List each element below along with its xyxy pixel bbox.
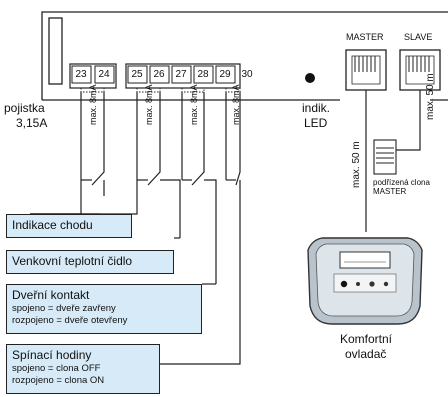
- door-contact-line1: spojeno = dveře zavřeny: [12, 303, 116, 314]
- terminal-27: 27: [175, 69, 187, 80]
- terminal-23: 23: [75, 69, 87, 80]
- box-door-contact: Dveřní kontakt spojeno = dveře zavřeny r…: [6, 284, 202, 334]
- box-run-indication: Indikace chodu: [6, 214, 132, 238]
- timer-line1: spojeno = clona OFF: [12, 363, 101, 374]
- door-contact-line2: rozpojeno = dveře otevřeny: [12, 315, 128, 326]
- terminal-block-25-30: [125, 63, 241, 89]
- wire-current-label-1: max. 8mA: [88, 84, 98, 125]
- terminal-24: 24: [98, 69, 110, 80]
- slave-port-label: SLAVE: [404, 32, 433, 42]
- fuse-label-line2: 3,15A: [16, 116, 48, 130]
- wire-current-label-2: max. 8mA: [144, 84, 154, 125]
- timer-line2: rozpojeno = clona ON: [12, 375, 105, 386]
- master-port: [345, 49, 387, 91]
- led-indicator: [305, 73, 315, 83]
- led-label-line2: LED: [304, 116, 328, 130]
- box-timer: Spínací hodiny spojeno = clona OFF rozpo…: [6, 344, 160, 394]
- wire-current-label-3: max. 8mA: [189, 84, 199, 125]
- fuse-label-line1: pojistka: [4, 101, 45, 115]
- terminal-26: 26: [153, 69, 165, 80]
- wire-current-label-4: max. 8mA: [231, 84, 241, 125]
- controller-label-line1: Komfortní: [340, 332, 393, 346]
- door-contact-title: Dveřní kontakt: [12, 288, 90, 302]
- terminal-29: 29: [219, 69, 231, 80]
- slave-panel-label-line2: MASTER: [373, 187, 407, 196]
- timer-title: Spínací hodiny: [12, 348, 92, 362]
- terminal-block-23-24: [69, 63, 117, 89]
- run-indication-title: Indikace chodu: [12, 218, 93, 232]
- fuse-holder: [48, 17, 63, 85]
- led-label-line1: indik.: [302, 101, 331, 115]
- unit-frame: [41, 11, 448, 100]
- terminal-28: 28: [197, 69, 209, 80]
- slave-cable-length-label: max. 50 m: [425, 73, 436, 120]
- outdoor-sensor-title: Venkovní teplotní čidlo: [12, 254, 133, 268]
- comfort-controller-device: [307, 237, 423, 325]
- slave-panel-label-line1: podřízená clona: [373, 178, 430, 187]
- controller-label-line2: ovladač: [345, 347, 387, 361]
- terminal-30: 30: [241, 69, 253, 80]
- master-cable-length-label: max. 50 m: [351, 141, 362, 188]
- terminal-dashes: [80, 88, 241, 93]
- slave-cable: [396, 90, 421, 151]
- slave-panel-icon: [373, 139, 397, 175]
- box-outdoor-sensor: Venkovní teplotní čidlo: [6, 250, 174, 274]
- terminal-25: 25: [131, 69, 143, 80]
- master-port-label: MASTER: [346, 32, 384, 42]
